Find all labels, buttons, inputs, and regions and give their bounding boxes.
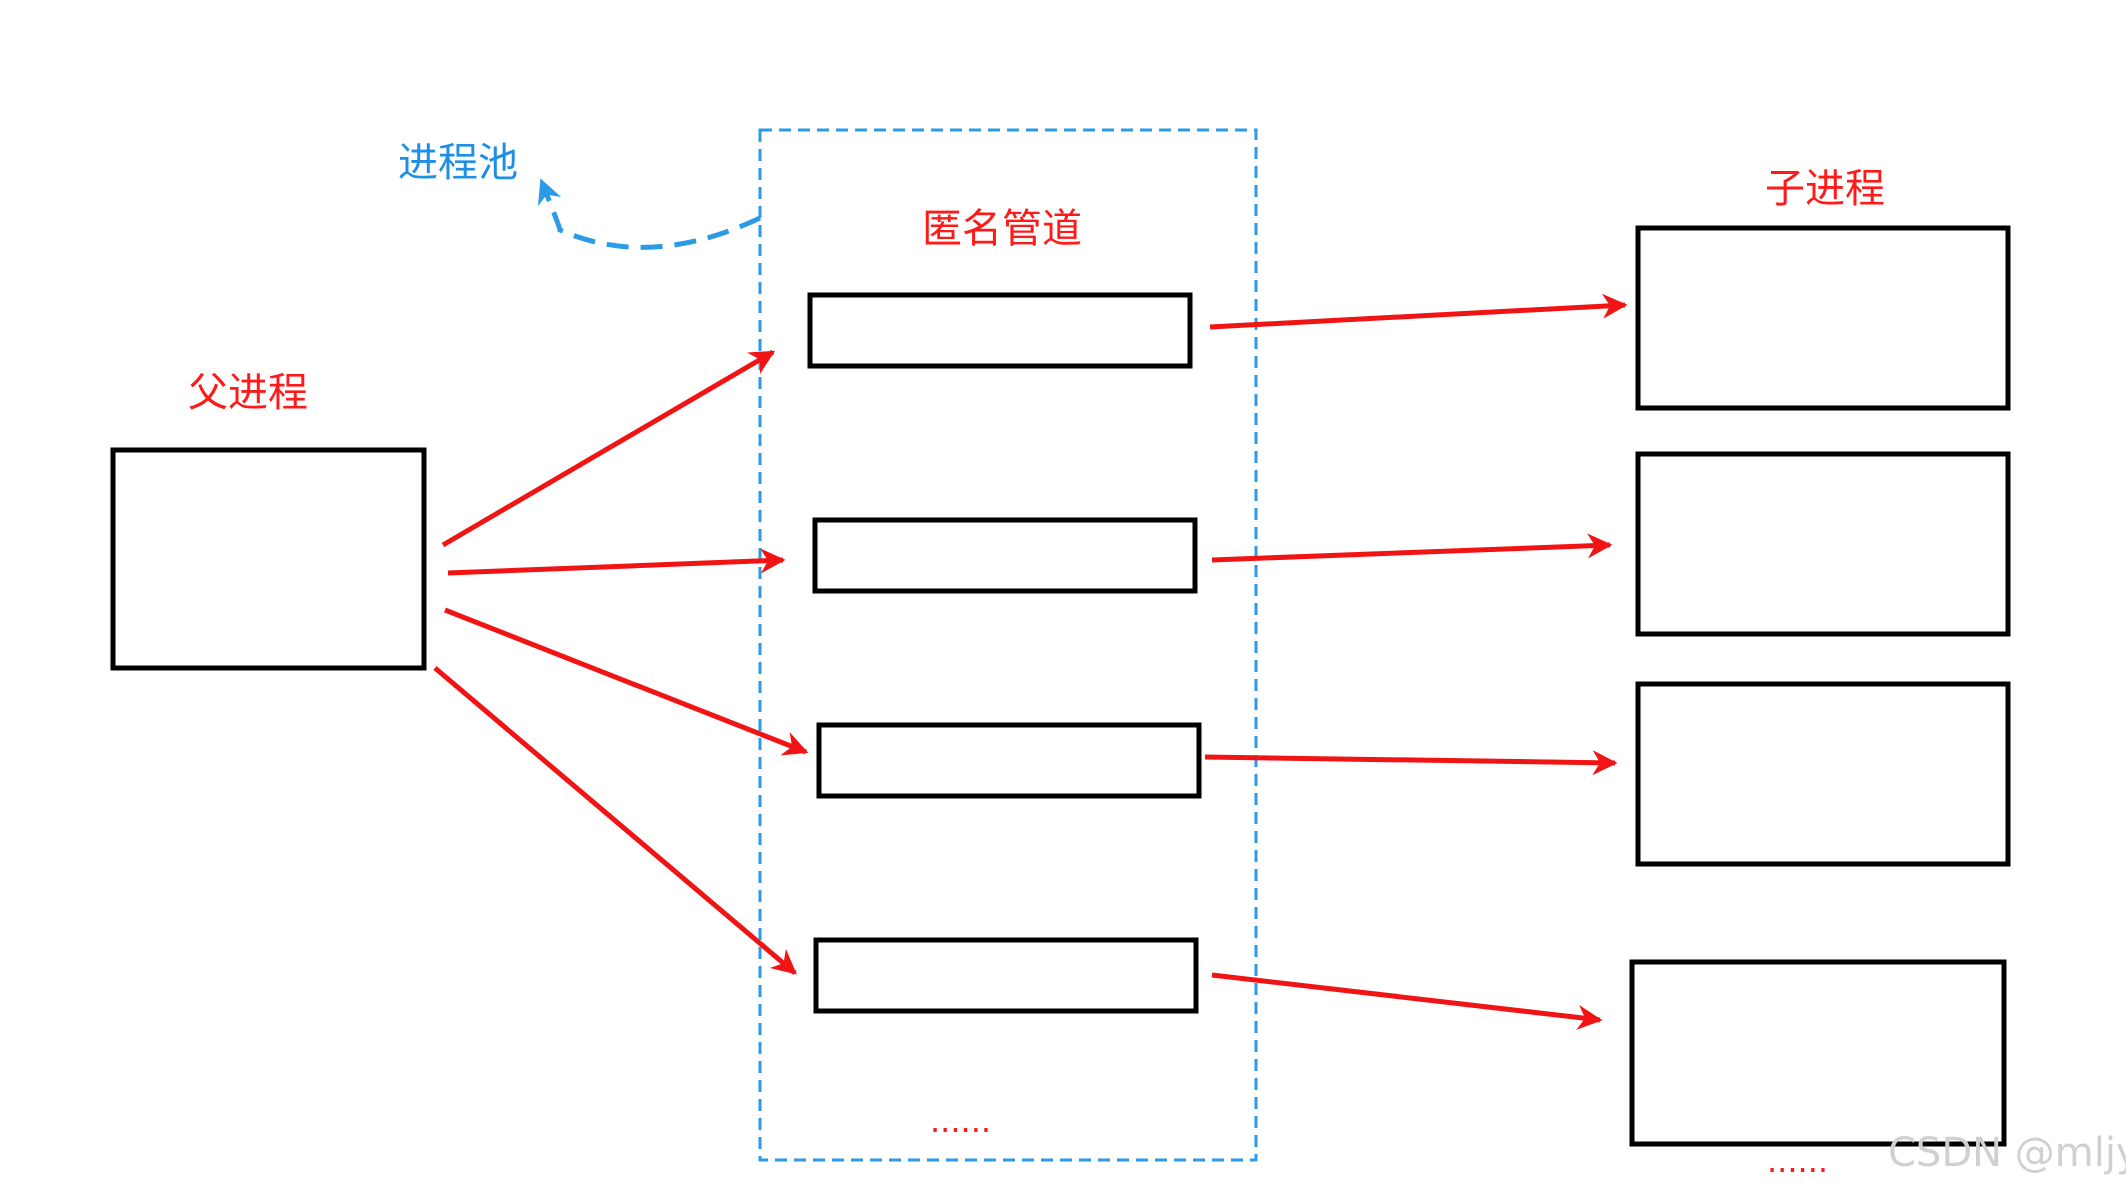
process-pool-pointer-arrow [537,178,762,250]
arrow-pipe-to-child [1211,533,1613,563]
child-process-label: 子进程 [1765,166,1885,212]
child-process-box [1635,451,2011,637]
child-process-box [1635,681,2011,867]
child-process-box [1629,959,2007,1147]
arrow-parent-to-pipe [444,607,809,756]
parent-process-box [110,447,427,671]
pipe-box [807,292,1193,369]
arrow-parent-to-pipe [441,349,776,548]
pipe-box [813,937,1199,1014]
process-pool-container [758,128,1258,1162]
arrow-parent-to-pipe [447,548,786,576]
arrow-pipe-to-child [1209,293,1628,330]
pipe-box [816,722,1202,799]
child-process-box [1635,225,2011,411]
arrow-parent-to-pipe [433,666,797,975]
anonymous-pipe-label: 匿名管道 [922,206,1082,252]
pipe-ellipsis: ...... [930,1102,991,1140]
pipe-box [812,517,1198,594]
arrow-pipe-to-child [1211,972,1603,1030]
arrow-pipe-to-child [1204,750,1618,776]
child-ellipsis: ...... [1767,1142,1828,1180]
process-pool-label: 进程池 [398,140,518,186]
parent-process-label: 父进程 [188,370,308,416]
watermark: CSDN @mljy. [1888,1130,2126,1176]
